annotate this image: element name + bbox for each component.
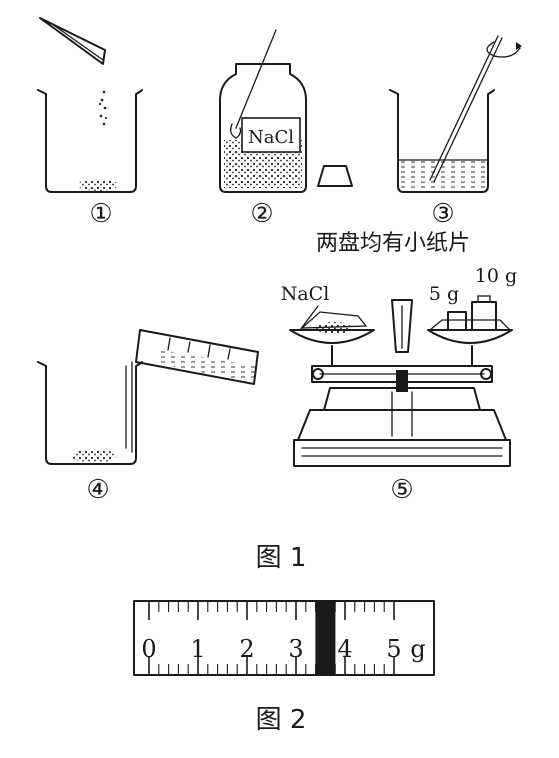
reagent-bottle xyxy=(219,63,307,193)
rider-scale: 0 1 2 3 4 5 g xyxy=(133,600,435,676)
paper-funnel xyxy=(39,17,106,65)
pouring-stream xyxy=(125,361,133,453)
figure-2-caption: 图 2 xyxy=(256,705,307,735)
pan-label: NaCl xyxy=(281,283,330,305)
scale-ticks xyxy=(148,602,395,674)
balance-beam xyxy=(311,345,493,392)
rider xyxy=(315,602,336,674)
left-pan xyxy=(289,305,375,344)
step-5-marker: ⑤ xyxy=(390,475,413,505)
powder-pile-1 xyxy=(78,179,118,191)
tick-label-0: 0 xyxy=(141,635,156,663)
weight-5g xyxy=(447,311,467,331)
beaker-3 xyxy=(389,89,495,193)
balance-base xyxy=(293,387,511,467)
tick-label-3: 3 xyxy=(288,635,303,663)
powder-pile-4 xyxy=(72,449,116,463)
step-1-powder-into-beaker: ① xyxy=(37,17,143,229)
tick-label-1: 1 xyxy=(190,635,205,663)
bottle-label: NaCl xyxy=(248,127,294,148)
step-4-marker: ④ xyxy=(86,475,109,505)
beaker-4 xyxy=(37,361,143,465)
glass-rod xyxy=(429,35,503,183)
step-3-stirring: ③ xyxy=(389,35,522,229)
scale-unit: g xyxy=(410,635,425,663)
solution-3 xyxy=(399,160,487,190)
scale-labels: 0 1 2 3 4 5 xyxy=(141,635,401,663)
tick-label-2: 2 xyxy=(239,635,254,663)
tick-label-5: 5 xyxy=(386,635,401,663)
scale-bar xyxy=(133,600,435,676)
rotation-arrow xyxy=(486,41,521,58)
spoon xyxy=(235,29,277,129)
beaker-1 xyxy=(37,89,143,193)
tick-label-4: 4 xyxy=(337,635,352,663)
weight-large-label: 10 g xyxy=(475,265,517,287)
step-3-marker: ③ xyxy=(431,199,454,229)
figure-1-caption: 图 1 xyxy=(256,543,307,573)
step-4-pouring: ④ xyxy=(37,329,259,505)
balance-pointer xyxy=(391,299,413,353)
bottle-stopper xyxy=(317,165,353,187)
step-5-balance: 两盘均有小纸片 10 g NaCl 5 g xyxy=(281,231,517,505)
bottle-label-box xyxy=(241,117,301,153)
measuring-cylinder xyxy=(135,329,259,385)
right-pan xyxy=(427,295,513,344)
weight-10g xyxy=(471,301,497,331)
step-1-marker: ① xyxy=(89,199,112,229)
falling-powder xyxy=(98,90,108,126)
balance-note: 两盘均有小纸片 xyxy=(316,231,470,256)
step-2-marker: ② xyxy=(250,199,273,229)
weight-small-label: 5 g xyxy=(429,283,459,305)
step-2-reagent-bottle: NaCl ② xyxy=(219,29,353,229)
